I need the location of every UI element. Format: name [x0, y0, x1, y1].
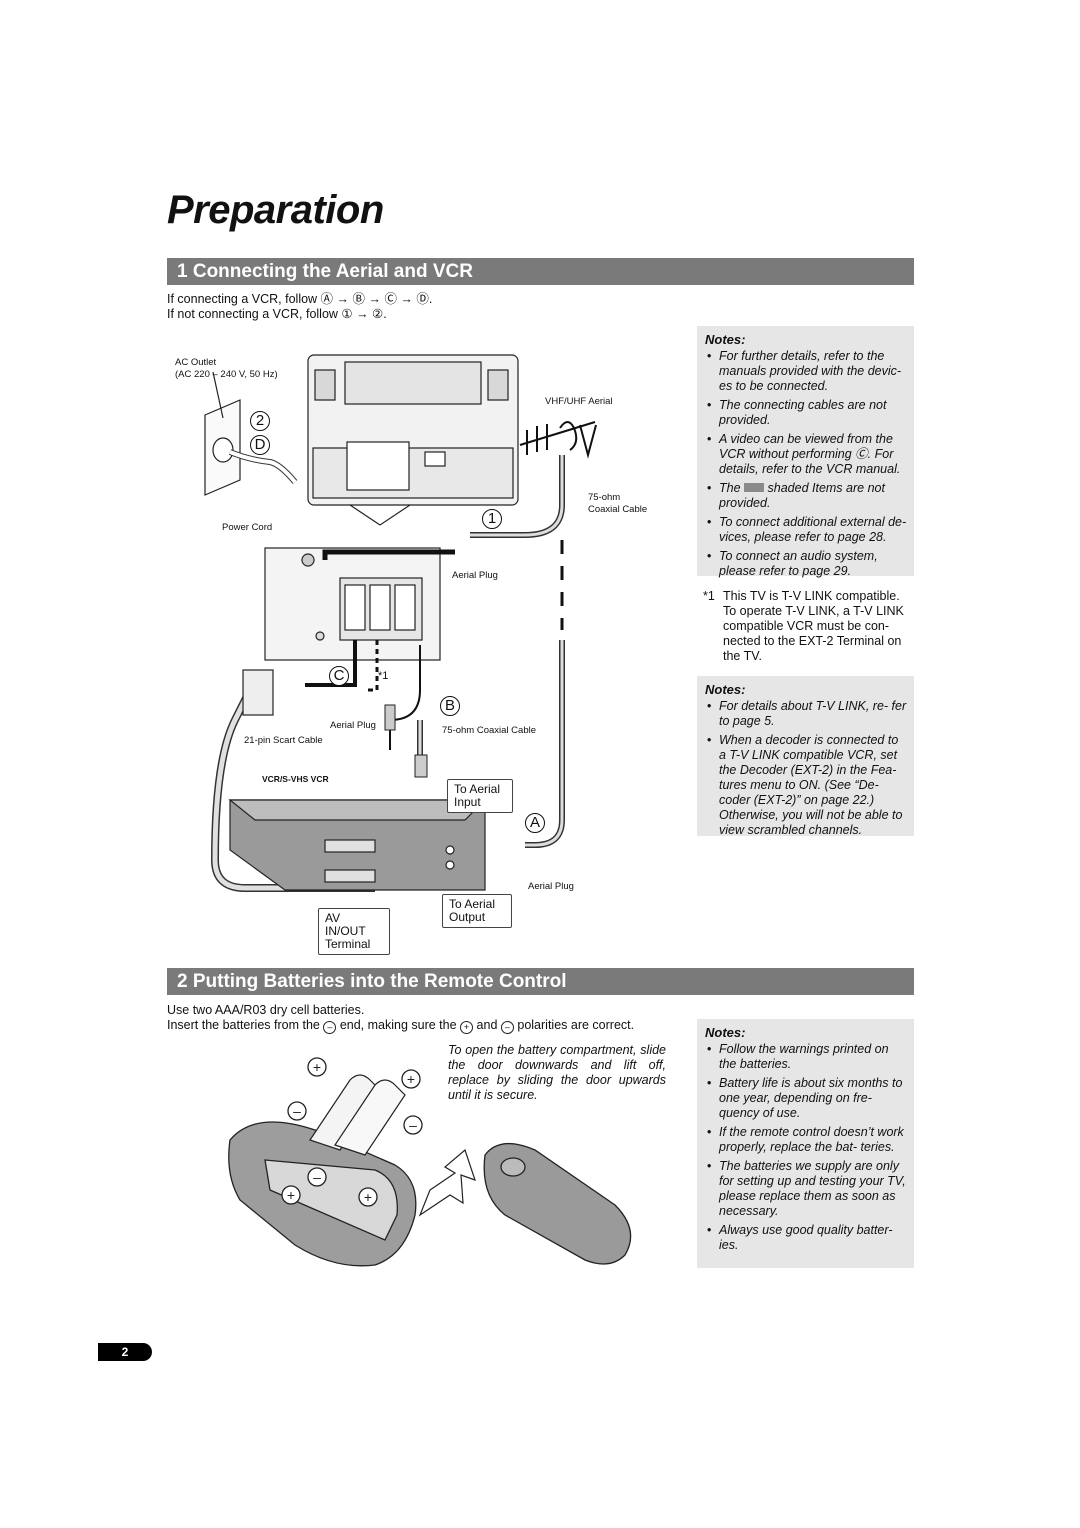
svg-text:+: + — [407, 1071, 415, 1087]
callout-2: 2 — [250, 411, 270, 431]
note-item: The batteries we supply are only for set… — [705, 1159, 908, 1219]
vcr-illustration — [228, 799, 487, 891]
notes-heading: Notes: — [705, 332, 746, 347]
notes-box-1: Notes: For further details, refer to the… — [697, 326, 914, 579]
aerial-antenna — [519, 421, 597, 459]
to-aerial-output-label: To Aerial Output — [442, 894, 512, 928]
intro-part-a: Insert the batteries from the — [167, 1018, 320, 1032]
polarity-symbols: + + – – – + + — [281, 1057, 423, 1207]
page-title: Preparation — [167, 188, 384, 232]
note-item: A video can be viewed from the VCR witho… — [705, 432, 908, 477]
aerial-plug-label-mid: Aerial Plug — [330, 720, 376, 731]
note-item: To connect an audio system, please refer… — [705, 549, 908, 579]
wall-outlet — [204, 371, 298, 496]
note-item: Battery life is about six months to one … — [705, 1076, 908, 1121]
note-item: To connect additional external de- vices… — [705, 515, 908, 545]
notes-box-2: Notes: For details about T-V LINK, re- f… — [697, 676, 914, 838]
notes-heading: Notes: — [705, 1025, 746, 1040]
coaxial-cable — [470, 455, 565, 848]
svg-text:–: – — [293, 1103, 301, 1119]
svg-text:+: + — [364, 1189, 372, 1205]
intro-part-d: polarities are correct. — [517, 1018, 635, 1032]
callout-C: C — [329, 666, 349, 686]
tv-rear-illustration — [307, 354, 519, 526]
scart-cable — [210, 640, 379, 892]
av-inout-line1: AV IN/OUT — [325, 911, 366, 938]
coax-75-label-1: 75-ohm — [588, 492, 621, 503]
note-item: Always use good quality batter- ies. — [705, 1223, 908, 1253]
svg-text:+: + — [313, 1059, 321, 1075]
minus-symbol-icon: – — [323, 1021, 337, 1034]
intro-part-c: and — [476, 1018, 498, 1032]
to-aerial-input-line1: To Aerial — [454, 782, 501, 796]
section-heading-aerial-vcr: 1 Connecting the Aerial and VCR — [167, 258, 914, 285]
vcr-coaxial-cable — [384, 645, 428, 778]
notes-heading: Notes: — [705, 682, 746, 697]
ac-spec-label: (AC 220 – 240 V, 50 Hz) — [175, 369, 278, 380]
to-aerial-input-label: To Aerial Input — [447, 779, 513, 813]
vcr-label: VCR/S-VHS VCR — [262, 774, 329, 784]
coax-75-mid-label: 75-ohm Coaxial Cable — [442, 725, 536, 736]
ac-outlet-label: AC Outlet — [175, 357, 217, 368]
note-item-shaded: The shaded Items are not provided. — [705, 481, 908, 511]
av-inout-terminal-label: AV IN/OUT Terminal — [318, 908, 390, 955]
batteries — [309, 1074, 406, 1156]
note-item: When a decoder is connected to a T-V LIN… — [705, 733, 908, 838]
remote-control-body — [228, 1121, 417, 1267]
svg-text:–: – — [409, 1117, 417, 1133]
battery-caption: To open the battery compartment, slide t… — [448, 1043, 666, 1102]
slide-arrow-icon — [418, 1148, 476, 1217]
note-item: If the remote control doesn’t work prope… — [705, 1125, 908, 1155]
shaded-swatch — [744, 483, 765, 492]
footnote-mark-diagram: *1 — [378, 670, 389, 682]
note-item: Follow the warnings printed on the batte… — [705, 1042, 908, 1072]
plus-symbol-icon: + — [460, 1021, 474, 1034]
battery-intro-line2: Insert the batteries from the – end, mak… — [167, 1018, 634, 1034]
note-item-prefix: The — [719, 481, 741, 495]
intro-vcr-steps: If connecting a VCR, follow Ⓐ → Ⓑ → Ⓒ → … — [167, 292, 433, 306]
notes-box-3: Notes: Follow the warnings printed on th… — [697, 1019, 914, 1268]
intro-part-b: end, making sure the — [339, 1018, 457, 1032]
power-cord-label: Power Cord — [222, 522, 273, 533]
battery-illustration: + + – – – + + — [228, 1057, 632, 1267]
note-item: The connecting cables are not provided. — [705, 398, 908, 428]
note-item: For details about T-V LINK, re- fer to p… — [705, 699, 908, 729]
aerial-plug-label-top: Aerial Plug — [452, 570, 498, 581]
to-aerial-output-line1: To Aerial — [449, 897, 496, 911]
aerial-arrow — [322, 549, 455, 560]
battery-intro-line1: Use two AAA/R03 dry cell batteries. — [167, 1003, 365, 1017]
footnote-mark: *1 — [703, 589, 715, 603]
to-aerial-output-line2: Output — [449, 910, 486, 924]
callout-1: 1 — [482, 509, 502, 529]
tv-terminal-panel — [264, 547, 441, 661]
page-number: 2 — [98, 1343, 152, 1361]
to-aerial-input-line2: Input — [454, 795, 481, 809]
aerial-plug-label-bottom: Aerial Plug — [528, 881, 574, 892]
svg-text:+: + — [287, 1187, 295, 1203]
note-item-suffix: shaded Items are not provided. — [719, 481, 885, 510]
scart-cable-label: 21-pin Scart Cable — [244, 735, 323, 746]
callout-B: B — [440, 696, 460, 716]
coax-75-label-2: Coaxial Cable — [588, 504, 648, 515]
connection-diagram — [204, 354, 597, 892]
battery-door — [483, 1143, 632, 1265]
svg-text:–: – — [313, 1169, 321, 1185]
section-heading-batteries: 2 Putting Batteries into the Remote Cont… — [167, 968, 914, 995]
av-inout-line2: Terminal — [325, 937, 371, 951]
callout-A: A — [525, 813, 545, 833]
vhf-uhf-aerial-label: VHF/UHF Aerial — [545, 396, 613, 407]
intro-no-vcr-steps: If not connecting a VCR, follow ① → ②. — [167, 307, 387, 321]
note-item: For further details, refer to the manual… — [705, 349, 908, 394]
callout-D: D — [250, 435, 270, 455]
minus-symbol-icon: – — [500, 1021, 514, 1034]
footnote-text: This TV is T-V LINK compatible. To opera… — [723, 589, 904, 663]
